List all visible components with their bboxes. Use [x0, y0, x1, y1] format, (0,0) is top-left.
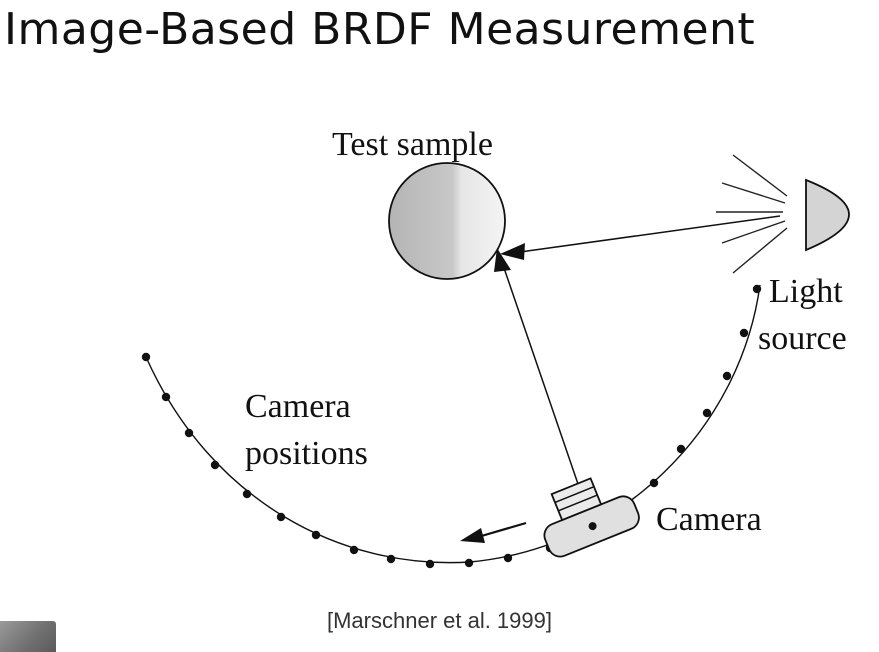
camera-position-dot [276, 512, 286, 522]
camera-position-dots [141, 284, 762, 569]
camera-position-dot [702, 408, 712, 418]
light-source-lamp [805, 178, 850, 252]
camera-motion-arrow [460, 521, 527, 543]
slide-title: Image-Based BRDF Measurement [4, 4, 756, 55]
light-source-label-line2: source [758, 320, 847, 357]
test-sample-label: Test sample [332, 126, 493, 163]
light-rays [716, 154, 788, 274]
camera-position-dot [161, 392, 171, 402]
camera-position-dot [349, 545, 359, 555]
camera-position-dot [722, 371, 732, 381]
camera-position-dot [649, 478, 659, 488]
camera-position-dot [184, 428, 194, 438]
camera-position-dot [739, 328, 749, 338]
camera-position-dot [210, 460, 220, 470]
incident-light-arrow [500, 215, 781, 260]
camera-position-dot [311, 530, 321, 540]
camera-positions-label-line2: positions [245, 435, 368, 472]
light-source-label-line1: Light [769, 273, 843, 310]
test-sample-sphere [388, 162, 506, 280]
citation: [Marschner et al. 1999] [326, 608, 552, 633]
camera-icon [543, 477, 640, 558]
camera-position-dot [386, 554, 396, 564]
camera-position-dot [425, 559, 435, 569]
camera-label: Camera [656, 501, 762, 538]
camera-position-dot [752, 284, 762, 294]
camera-positions-label-line1: Camera [245, 388, 351, 425]
camera-position-dot [676, 444, 686, 454]
camera-view-arrow [494, 248, 579, 485]
camera-position-dot [503, 553, 513, 563]
presenter-video-thumbnail [0, 621, 56, 652]
camera-position-dot [141, 352, 151, 362]
camera-position-dot [464, 558, 474, 568]
camera-position-dot [242, 489, 252, 499]
